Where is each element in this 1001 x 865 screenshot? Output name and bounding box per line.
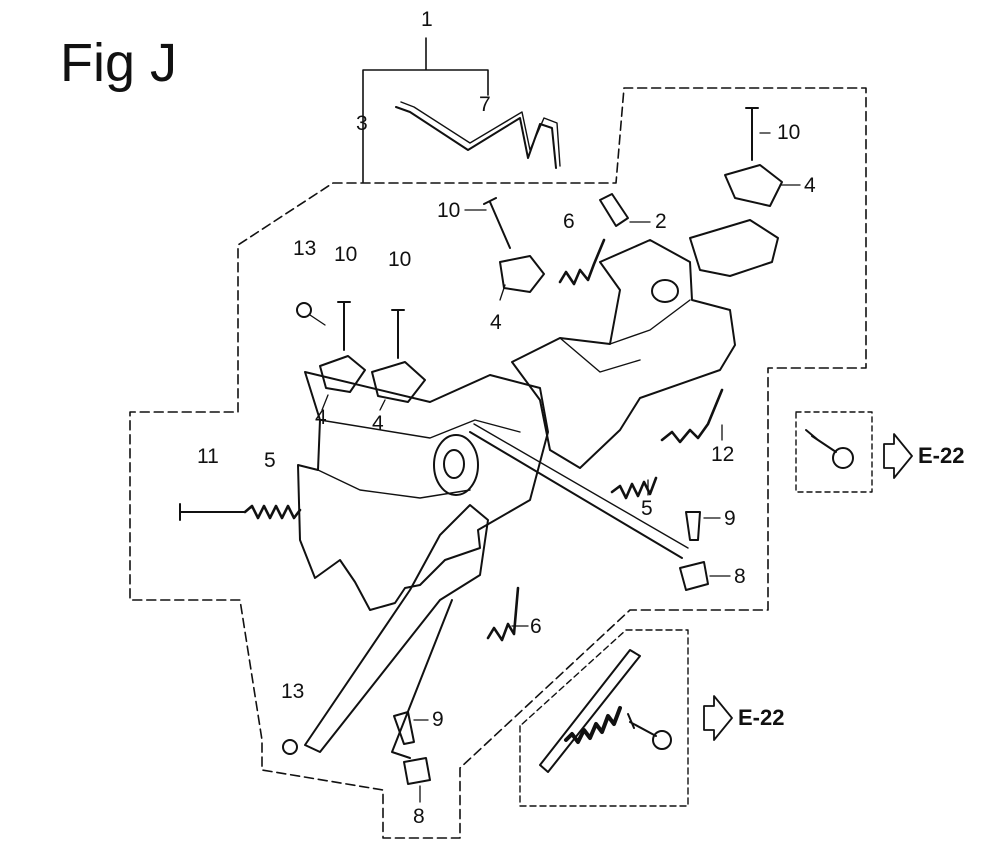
callout-13: 13 xyxy=(293,237,317,260)
callout-2: 2 xyxy=(655,210,667,233)
leader-4b xyxy=(499,284,506,301)
reference-box-lower xyxy=(519,629,689,807)
cable-clamp-middle xyxy=(371,361,426,403)
leader-4d xyxy=(379,399,386,411)
callout-13: 13 xyxy=(281,680,305,703)
governor-spring-left xyxy=(243,504,302,520)
reference-bolt-upper xyxy=(805,429,837,453)
reference-bolt-lower xyxy=(627,713,657,737)
screw-9-right xyxy=(685,511,701,541)
control-link-rod xyxy=(469,431,683,559)
knob-8-lower xyxy=(403,757,431,785)
callout-4: 4 xyxy=(315,406,327,429)
callout-7: 7 xyxy=(479,93,491,116)
reference-label-lower[interactable]: E-22 xyxy=(738,705,785,730)
bolt-11 xyxy=(179,503,245,521)
callout-11: 11 xyxy=(197,445,219,468)
reference-spring-coil xyxy=(564,706,622,744)
long-spring-12 xyxy=(660,388,724,444)
callout-8: 8 xyxy=(734,565,746,588)
lower-link xyxy=(391,599,453,759)
callout-4: 4 xyxy=(372,412,384,435)
choke-knob xyxy=(651,279,679,303)
callout-10: 10 xyxy=(334,243,358,266)
bolt-10-left xyxy=(337,301,351,351)
lower-lever-arm xyxy=(304,504,489,753)
callout-4: 4 xyxy=(490,311,502,334)
control-link-rod-2 xyxy=(473,423,689,549)
cable-clamp-top-right xyxy=(724,164,783,207)
callout-10: 10 xyxy=(437,199,461,222)
plate-center-boss xyxy=(433,434,479,496)
reference-nut-upper xyxy=(832,447,854,469)
assembly-boundary xyxy=(129,87,867,839)
return-spring-upper xyxy=(558,238,606,286)
throttle-rod xyxy=(395,106,557,169)
callout-9: 9 xyxy=(724,507,736,530)
reference-box-upper xyxy=(795,411,873,493)
callout-10: 10 xyxy=(388,248,412,271)
nut-13-upper xyxy=(296,302,312,318)
bolt-10-middle xyxy=(391,309,405,359)
callout-5: 5 xyxy=(264,449,276,472)
callout-4: 4 xyxy=(804,174,816,197)
cable-clamp-upper xyxy=(499,255,545,293)
callout-8: 8 xyxy=(413,805,425,828)
screw-9-lower xyxy=(393,711,415,745)
arrow-icon-upper xyxy=(883,433,913,479)
throttle-rod-inner xyxy=(400,101,561,167)
reference-label-upper[interactable]: E-22 xyxy=(918,443,965,468)
arrow-icon-lower xyxy=(703,695,733,741)
callout-1: 1 xyxy=(421,8,433,31)
cable-clamp-left xyxy=(319,355,366,393)
callout-6: 6 xyxy=(530,615,542,638)
upper-bracket-edge xyxy=(559,299,691,373)
governor-spring-right xyxy=(610,476,658,500)
control-arm-tab xyxy=(689,219,779,277)
reference-nut-lower xyxy=(652,730,672,750)
return-spring-lower xyxy=(486,586,520,642)
control-plate-edge xyxy=(317,419,521,499)
callout-6: 6 xyxy=(563,210,575,233)
reference-long-spring xyxy=(539,649,641,773)
callout-12: 12 xyxy=(711,443,735,466)
clip-2 xyxy=(599,193,629,227)
figure-title: Fig J xyxy=(60,33,178,93)
plate-center-hole xyxy=(443,449,465,479)
callout-3: 3 xyxy=(356,112,368,135)
bolt-10-upper xyxy=(483,197,511,249)
callout-5: 5 xyxy=(641,497,653,520)
knob-8-right xyxy=(679,561,709,591)
nut-13-lower xyxy=(282,739,298,755)
callout-bracket-1 xyxy=(362,37,489,183)
control-base-plate xyxy=(297,371,549,611)
leader-13a xyxy=(309,314,326,326)
upper-control-bracket xyxy=(511,239,736,469)
bolt-10-top-right xyxy=(745,107,759,161)
callout-10: 10 xyxy=(777,121,801,144)
callout-9: 9 xyxy=(432,708,444,731)
leader-4c xyxy=(321,394,329,411)
